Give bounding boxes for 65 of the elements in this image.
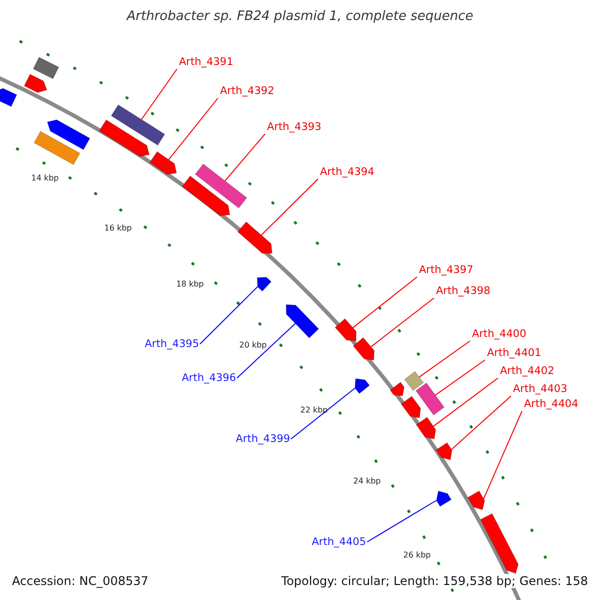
leader-line <box>450 396 512 450</box>
gene-bar <box>194 164 248 208</box>
leader-line <box>352 276 418 328</box>
gene-label: Arth_4405 <box>312 536 366 549</box>
tick-label: 18 kbp <box>176 280 204 288</box>
gene-label: Arth_4391 <box>179 56 234 69</box>
gene-label: Arth_4394 <box>320 166 374 179</box>
gene-label: Arth_4402 <box>500 365 554 378</box>
tick-label: 22 kbp <box>300 406 328 414</box>
gene-marker <box>416 416 436 440</box>
gene-bar <box>110 104 166 146</box>
leader-line <box>432 378 498 427</box>
gene-bar <box>34 130 80 166</box>
leader-line <box>290 388 356 440</box>
leader-line <box>200 286 258 344</box>
leader-line <box>168 98 218 160</box>
gene-marker <box>46 119 90 150</box>
tick-label: 26 kbp <box>403 550 431 560</box>
gene-marker <box>400 396 421 418</box>
gene-marker <box>354 378 370 394</box>
gene-marker <box>24 74 48 93</box>
tick-label: 14 kbp <box>31 174 59 182</box>
gene-marker <box>436 442 452 460</box>
tick-label: 16 kbp <box>104 224 132 232</box>
gene-marker <box>256 276 272 292</box>
gene-bar <box>32 56 60 80</box>
gene-marker <box>334 318 356 342</box>
gene-bar <box>416 382 444 416</box>
gene-label: Arth_4395 <box>144 338 199 351</box>
gene-label: Arth_4398 <box>436 285 490 298</box>
leader-line <box>260 178 318 236</box>
gene-marker <box>149 151 177 175</box>
gene-label: Arth_4399 <box>236 433 290 446</box>
leader-line <box>434 360 486 396</box>
footer-text: Accession: NC_008537 <box>10 574 150 588</box>
gene-label: Arth_4403 <box>513 383 568 396</box>
title: Arthrobacter sp. FB24 plasmid 1, complete sequence <box>125 9 474 24</box>
leader-line <box>370 298 434 348</box>
tick-label: 24 kbp <box>353 476 381 486</box>
gene-marker <box>0 88 18 107</box>
gene-label: Arth_4392 <box>220 85 274 98</box>
leader-line <box>366 500 437 542</box>
gene-label: Arth_4396 <box>182 372 236 385</box>
leader-line <box>483 410 522 500</box>
gene-marker <box>286 304 319 338</box>
gene-label: Arth_4397 <box>419 264 474 277</box>
gene-label: Arth_4400 <box>472 328 526 341</box>
gene-marker <box>467 490 485 510</box>
leader-line <box>236 323 296 378</box>
tick-label: 20 kbp <box>239 340 267 350</box>
gene-label: Arth_4401 <box>487 347 542 360</box>
gene-label: Arth_4404 <box>524 398 578 411</box>
gene-marker <box>436 490 452 507</box>
leader-line <box>224 134 266 182</box>
gene-marker <box>352 337 374 360</box>
leader-line <box>418 340 470 378</box>
gene-label: Arth_4393 <box>267 121 322 134</box>
footer-text: Topology: circular; Length: 159,538 bp; Genes: 158 <box>279 574 590 588</box>
gene-marker <box>237 222 272 254</box>
gene-marker <box>182 176 230 216</box>
gene-marker <box>98 119 150 157</box>
gene-bar <box>404 371 424 391</box>
gene-marker <box>390 382 404 396</box>
gene-marker <box>480 513 519 574</box>
leader-line <box>140 68 178 120</box>
